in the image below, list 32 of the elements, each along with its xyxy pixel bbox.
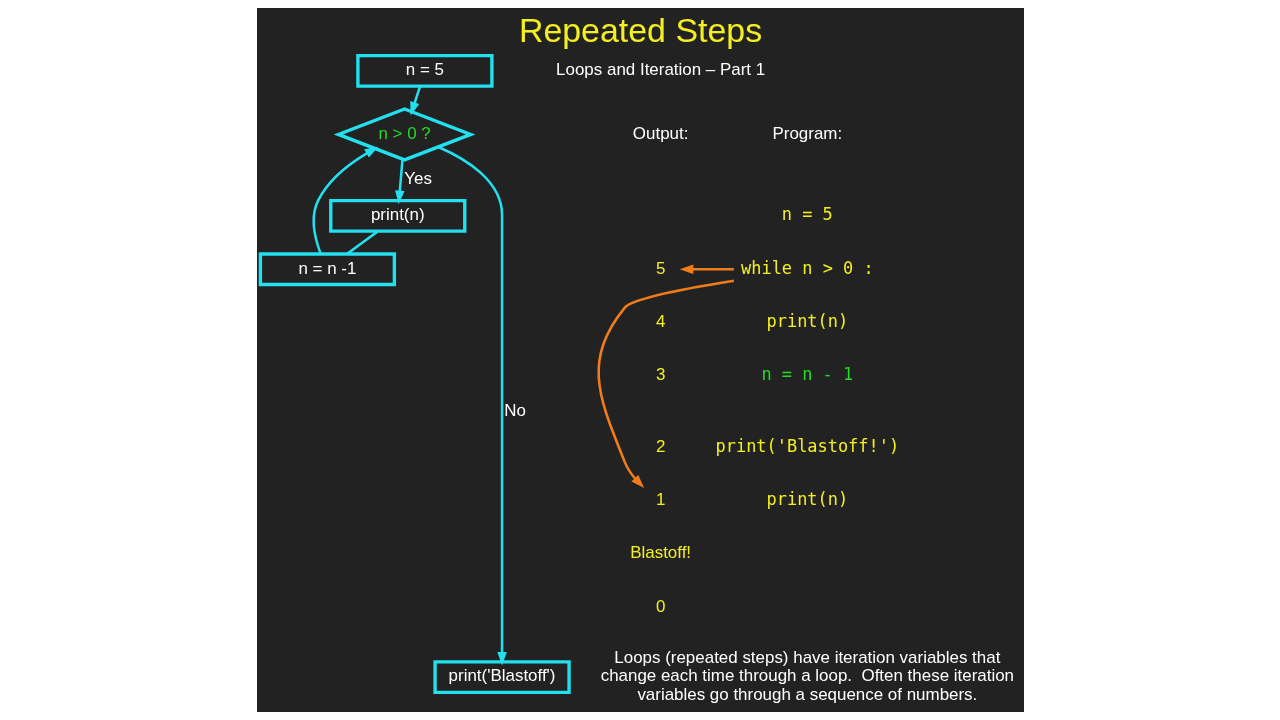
node-text: 1 (655, 490, 665, 510)
label: 0 (655, 596, 665, 616)
label: n = n - 1 (760, 364, 853, 385)
label: n = 5 (781, 204, 833, 225)
label: Loops (repeated steps) have iteration variables that change each time through a loop. Often these iteration variables go through a sequence of numbers. (600, 647, 1014, 705)
arrow (312, 146, 378, 255)
edge-label: Yes (403, 169, 432, 189)
label: print('Blastoff!') (715, 435, 899, 456)
node-box: print(n) (328, 198, 466, 233)
node-box: n = 5 (355, 53, 494, 88)
arrow (409, 85, 421, 116)
node-text: 5 (655, 258, 665, 278)
label: Output: (632, 123, 688, 143)
label: Program: (772, 123, 842, 143)
arrow (596, 279, 734, 488)
label: 2 (655, 436, 665, 456)
node-text: while n > 0 : (740, 257, 874, 278)
node-diamond: n > 0 ? (333, 107, 475, 162)
edge-label: No (503, 400, 526, 420)
arrow (437, 145, 507, 666)
node-box: print('Blastoff') (432, 660, 571, 695)
arrow (394, 159, 405, 205)
connector (345, 230, 379, 255)
label: 4 (655, 311, 665, 331)
label: print(n) (766, 310, 848, 331)
label: Loops and Iteration – Part 1 (555, 60, 765, 80)
diagram-title: Repeated Steps (518, 11, 762, 50)
arrow (679, 264, 734, 274)
label: Blastoff! (629, 543, 691, 563)
label: print(n) (766, 489, 848, 510)
node-box: n = n -1 (258, 252, 396, 287)
label: 3 (655, 365, 665, 385)
